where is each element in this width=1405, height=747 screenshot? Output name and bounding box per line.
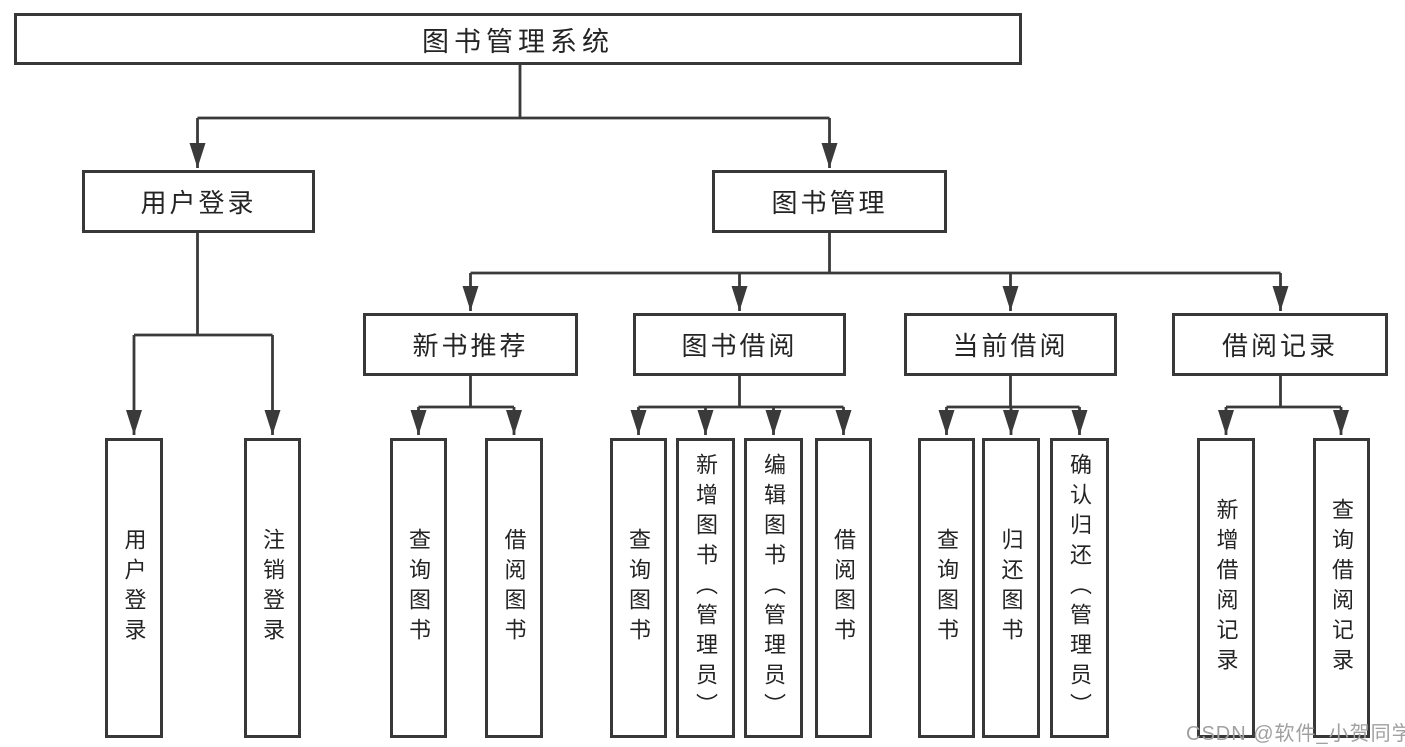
leaf-add-borrow-record: 新增借阅记录: [1197, 438, 1255, 738]
leaf-borrow-book-label: 借阅图书: [831, 528, 857, 648]
node-root-label: 图书管理系统: [422, 26, 614, 57]
leaf-user-login: 用户登录: [105, 438, 163, 738]
leaf-query-book-recommend-label: 查询图书: [406, 528, 432, 648]
leaf-logout-label: 注销登录: [260, 528, 286, 648]
leaf-query-book-current-label: 查询图书: [934, 528, 960, 648]
leaf-query-book-borrow-label: 查询图书: [626, 528, 652, 648]
leaf-confirm-return-admin: 确认归还（管理员）: [1050, 438, 1109, 738]
leaf-add-book-admin-label: 新增图书（管理员）: [693, 453, 719, 723]
node-current-borrow: 当前借阅: [904, 313, 1117, 376]
leaf-query-book-borrow: 查询图书: [610, 438, 667, 738]
leaf-borrow-book-recommend: 借阅图书: [485, 438, 543, 738]
leaf-user-login-label: 用户登录: [121, 528, 147, 648]
node-root: 图书管理系统: [14, 13, 1022, 65]
leaf-borrow-book: 借阅图书: [815, 438, 872, 738]
leaf-logout: 注销登录: [244, 438, 301, 738]
leaf-query-book-recommend: 查询图书: [390, 438, 447, 738]
node-borrow-records: 借阅记录: [1172, 313, 1388, 376]
leaf-edit-book-admin-label: 编辑图书（管理员）: [761, 453, 787, 723]
arrowheads: [126, 118, 1349, 435]
leaf-query-borrow-record: 查询借阅记录: [1313, 438, 1370, 738]
csdn-watermark: CSDN @软件_小贺同学: [1186, 723, 1405, 745]
leaf-return-book: 归还图书: [982, 438, 1040, 738]
node-current-borrow-label: 当前借阅: [952, 331, 1069, 361]
leaf-add-book-admin: 新增图书（管理员）: [676, 438, 735, 738]
node-user-login: 用户登录: [82, 170, 315, 233]
node-book-management-label: 图书管理: [771, 188, 888, 218]
node-book-borrow: 图书借阅: [633, 313, 846, 376]
node-new-book-recommend-label: 新书推荐: [412, 331, 529, 361]
node-new-book-recommend: 新书推荐: [363, 313, 578, 376]
leaf-confirm-return-admin-label: 确认归还（管理员）: [1067, 453, 1093, 723]
node-book-management: 图书管理: [712, 170, 947, 233]
leaf-query-borrow-record-label: 查询借阅记录: [1329, 498, 1355, 678]
leaf-borrow-book-recommend-label: 借阅图书: [501, 528, 527, 648]
node-borrow-records-label: 借阅记录: [1221, 331, 1338, 361]
leaf-return-book-label: 归还图书: [998, 528, 1024, 648]
leaf-add-borrow-record-label: 新增借阅记录: [1213, 498, 1239, 678]
leaf-query-book-current: 查询图书: [918, 438, 975, 738]
node-book-borrow-label: 图书借阅: [681, 331, 798, 361]
leaf-edit-book-admin: 编辑图书（管理员）: [744, 438, 803, 738]
node-user-login-label: 用户登录: [140, 188, 257, 218]
